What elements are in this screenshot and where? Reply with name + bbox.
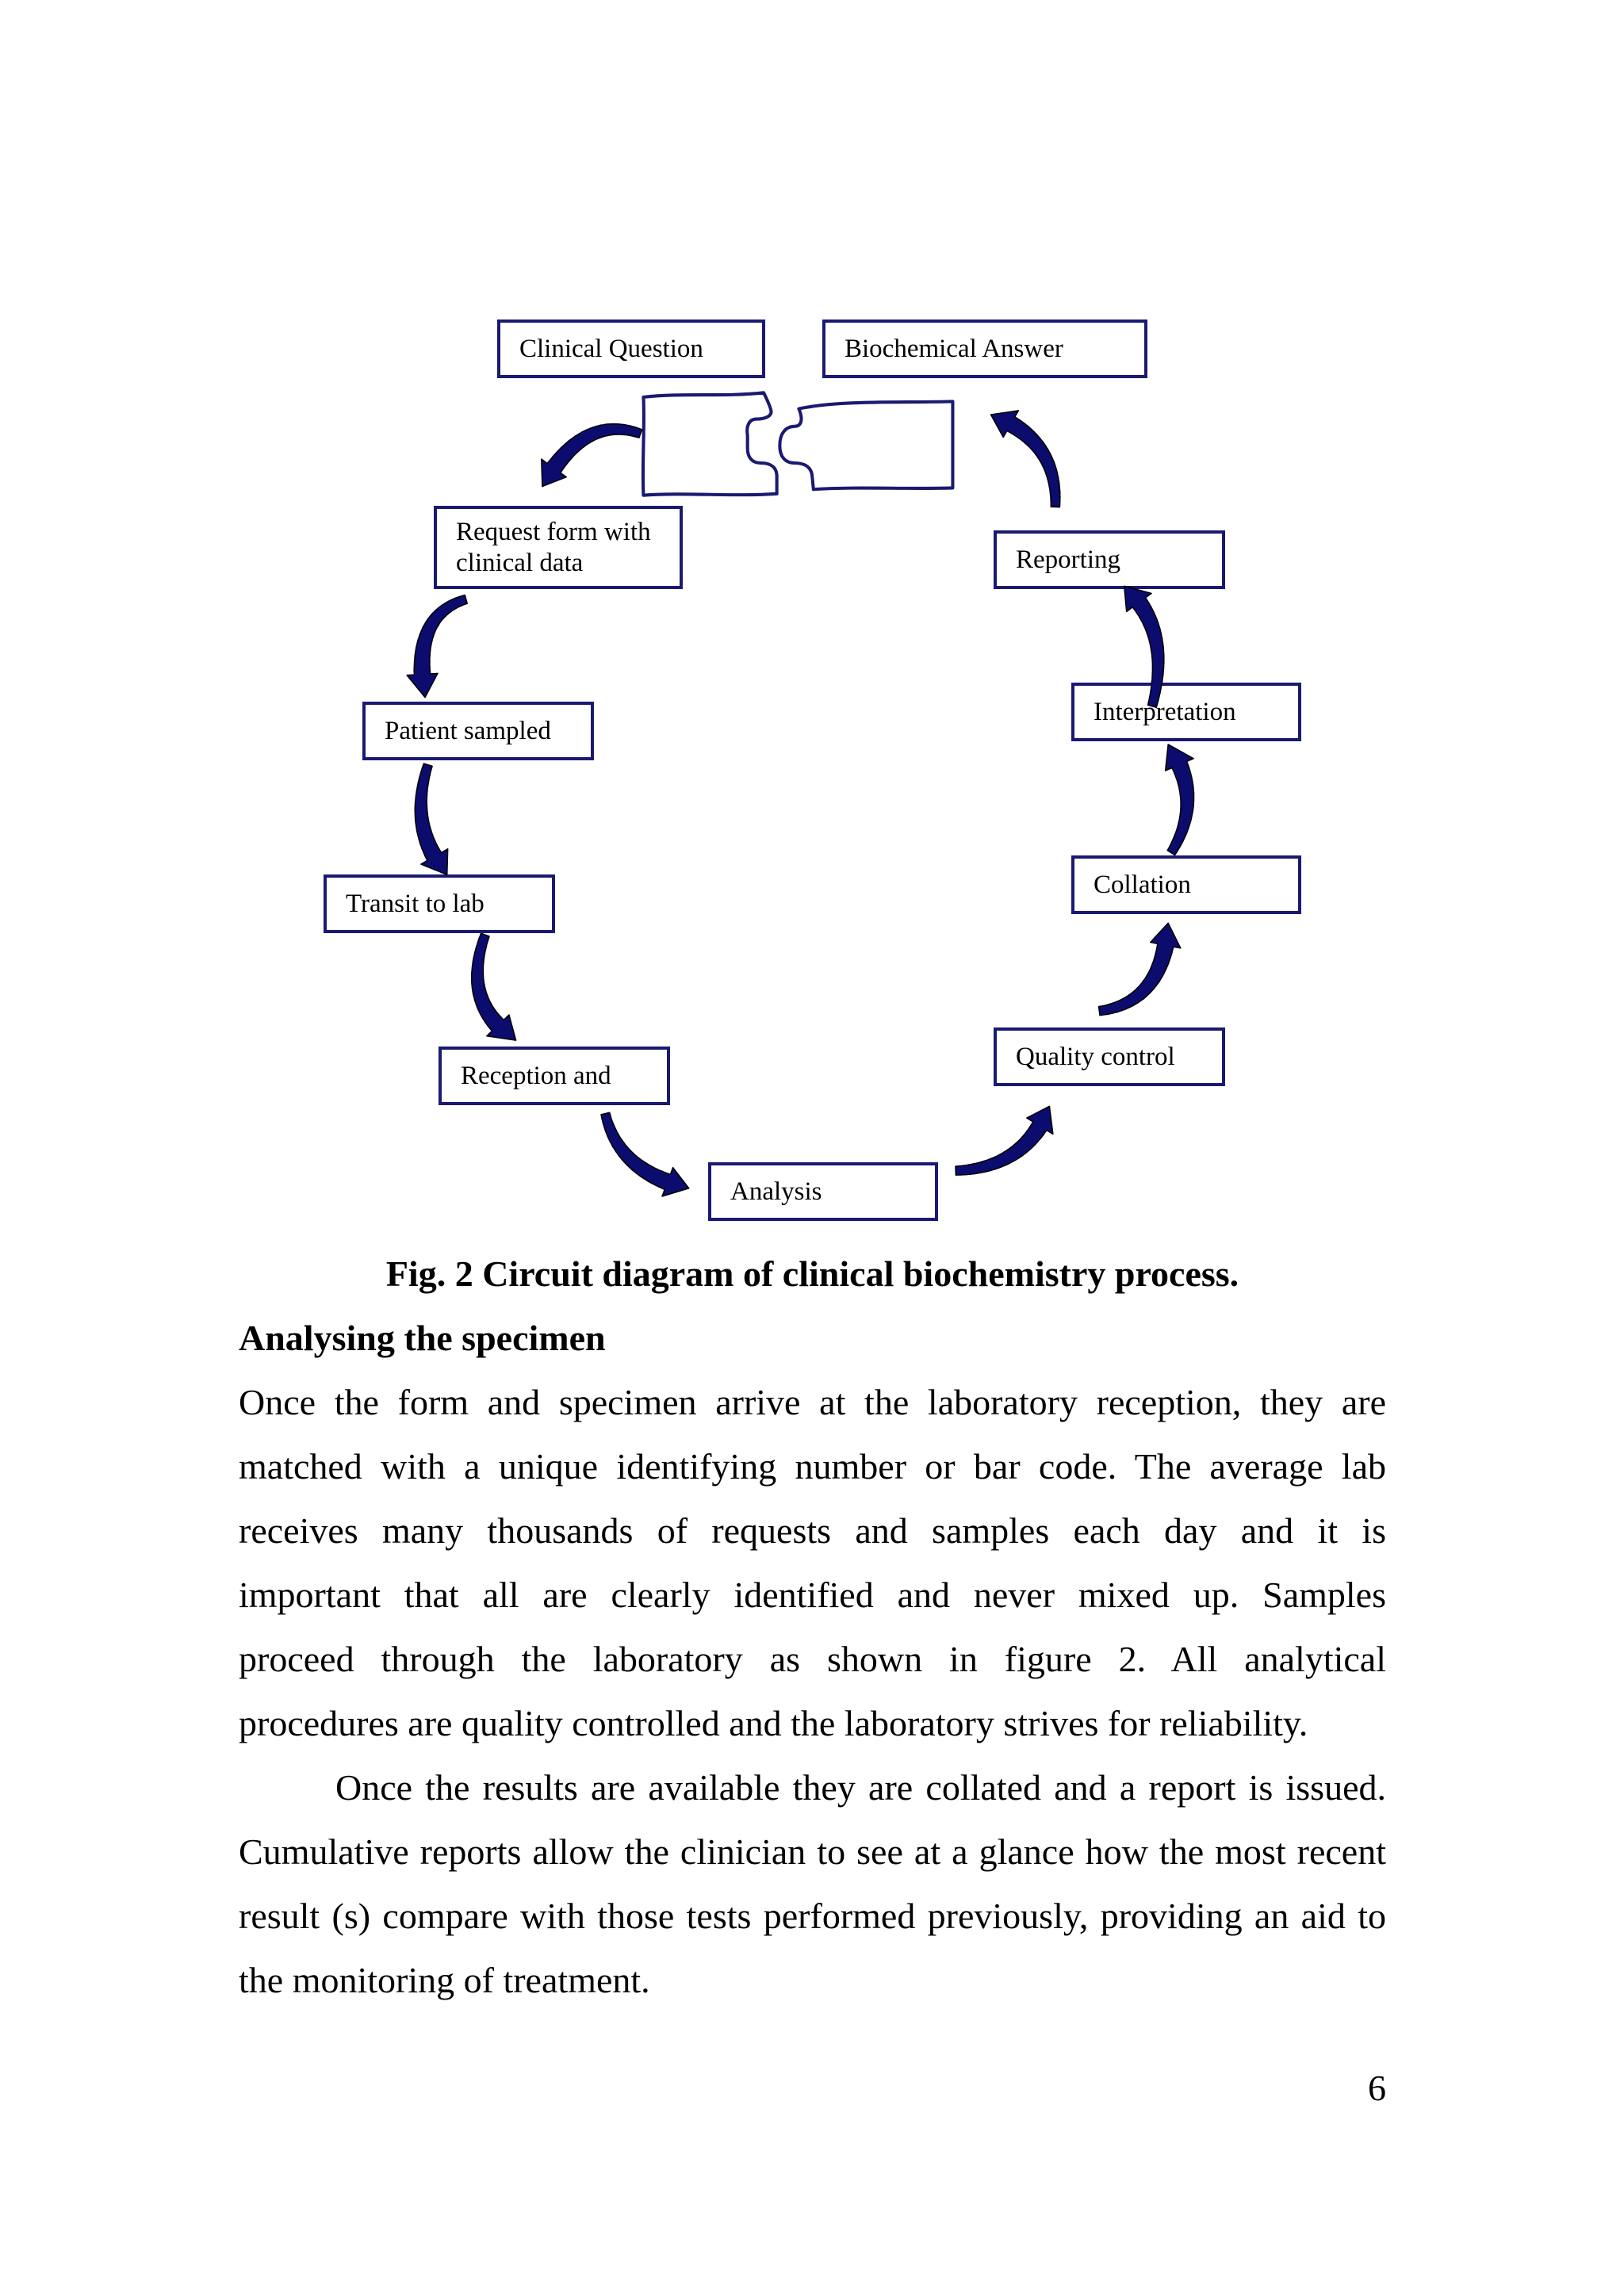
paragraph-2: Once the results are available they are … — [239, 1755, 1386, 2012]
text-block: Fig. 2 Circuit diagram of clinical bioch… — [239, 1242, 1386, 2012]
paragraph-line: Once the form and specimen arrive at the… — [239, 1382, 1386, 1422]
arrow-transit-to-reception — [471, 932, 517, 1041]
paragraph-line: Cumulative reports allow the clinician t… — [239, 1831, 1386, 1872]
arrow-reception-to-analysis — [600, 1112, 690, 1197]
paragraph-line: important that all are clearly identifie… — [239, 1575, 1386, 1615]
paragraph-line: procedures are quality controlled and th… — [239, 1703, 1308, 1743]
diagram-box-biochemical-answer: Biochemical Answer — [822, 320, 1147, 378]
box-label: Transit to lab — [346, 889, 485, 918]
paragraph-line: proceed through the laboratory as shown … — [239, 1639, 1386, 1679]
arrow-analysis-to-quality-control — [955, 1105, 1054, 1176]
box-label: Analysis — [730, 1177, 822, 1206]
diagram-box-patient-sampled: Patient sampled — [362, 702, 594, 760]
puzzle-piece-right — [778, 400, 955, 492]
box-label-line: clinical data — [456, 548, 584, 577]
diagram-box-clinical-question: Clinical Question — [497, 320, 765, 378]
paragraph-line: receives many thousands of requests and … — [239, 1510, 1386, 1551]
arrow-patient-sampled-to-transit — [414, 763, 449, 876]
diagram-box-collation: Collation — [1071, 855, 1301, 914]
diagram-box-analysis: Analysis — [708, 1162, 938, 1221]
arrow-reporting-to-answer — [990, 410, 1061, 508]
box-label: Patient sampled — [385, 716, 551, 745]
diagram-box-reporting: Reporting — [994, 530, 1225, 589]
arrow-quality-control-to-collation — [1097, 922, 1182, 1016]
arrow-request-form-to-patient-sampled — [406, 594, 469, 698]
box-label-line: Request form with — [456, 517, 651, 546]
diagram-box-interpretation: Interpretation — [1071, 683, 1301, 741]
paragraph-line: Once the results are available they are … — [335, 1767, 1386, 1808]
arrow-question-to-request-form — [541, 423, 643, 488]
paragraph-1: Once the form and specimen arrive at the… — [239, 1370, 1386, 1755]
box-label: Collation — [1094, 870, 1191, 899]
section-heading: Analysing the specimen — [239, 1318, 606, 1358]
arrow-collation-to-interpretation — [1164, 744, 1195, 856]
box-label: Interpretation — [1094, 697, 1236, 726]
paragraph-line: result (s) compare with those tests perf… — [239, 1896, 1386, 1936]
diagram-box-transit-to-lab: Transit to lab — [324, 874, 555, 933]
diagram-box-reception: Reception and — [439, 1047, 670, 1105]
box-label: Reception and — [461, 1061, 611, 1090]
box-label: Quality control — [1016, 1042, 1175, 1071]
figure-caption: Fig. 2 Circuit diagram of clinical bioch… — [385, 1253, 1239, 1294]
box-label: Biochemical Answer — [845, 334, 1063, 363]
paragraph-line: matched with a unique identifying number… — [239, 1446, 1386, 1487]
diagram-box-quality-control: Quality control — [994, 1027, 1225, 1086]
page-number: 6 — [1368, 2068, 1386, 2108]
box-label: Reporting — [1016, 545, 1120, 574]
paragraph-line: the monitoring of treatment. — [239, 1960, 650, 2000]
box-label: Clinical Question — [519, 334, 703, 363]
diagram-box-request-form: Request form with clinical data — [434, 506, 683, 589]
puzzle-piece-left — [641, 391, 779, 497]
